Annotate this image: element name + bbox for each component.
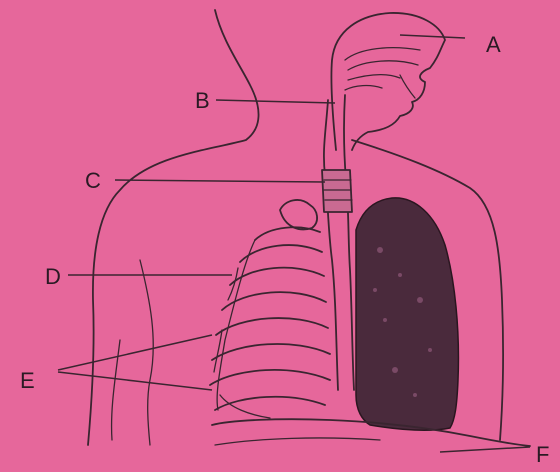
rib-cage [210,200,330,418]
leader-lines [58,35,530,452]
label-f: F [536,442,549,467]
lung-shaded [356,198,458,430]
label-c: C [85,168,101,193]
label-d: D [45,264,61,289]
diaphragm [212,419,530,446]
diaphragm-lower [215,438,380,445]
head-profile [331,13,445,150]
label-b: B [195,88,210,113]
label-e: E [20,368,35,393]
trachea [322,95,354,390]
label-a: A [486,32,501,57]
